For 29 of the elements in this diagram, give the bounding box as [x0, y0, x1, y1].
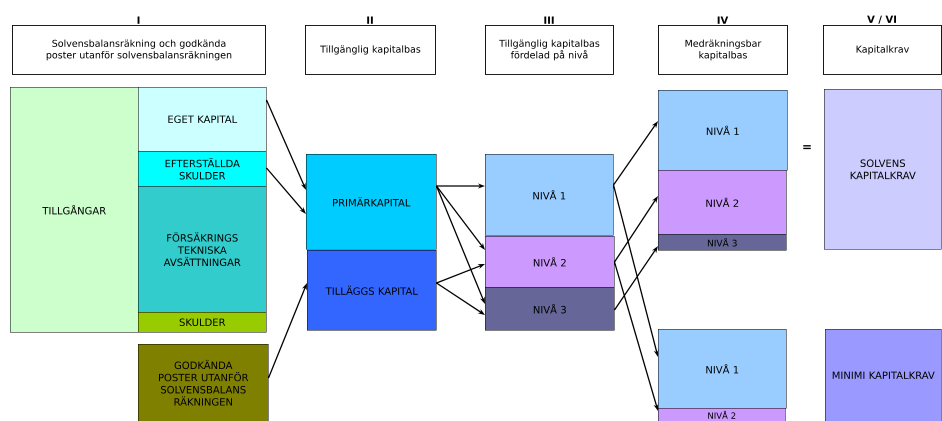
tier-box: NIVÅ 2 [658, 408, 786, 421]
numeral: II [367, 16, 373, 24]
tier-box: NIVÅ 1 [658, 90, 788, 170]
capital-box: PRIMÄRKAPITAL [306, 154, 436, 250]
numeral: V / VI [867, 16, 896, 24]
requirement-box: MINIMI KAPITALKRAV [825, 329, 942, 421]
numeral: III [544, 16, 554, 24]
tier-box: NIVÅ 1 [485, 154, 614, 236]
capital-box: TILLÄGGS KAPITAL [307, 250, 436, 330]
balance-box: TILLGÅNGAR [10, 87, 138, 332]
tier-box: NIVÅ 3 [485, 287, 614, 330]
header-box: Medräkningsbar kapitalbas [658, 25, 788, 75]
numeral: I [138, 16, 140, 24]
balance-box: SKULDER [138, 312, 266, 332]
requirement-box: SOLVENS KAPITALKRAV [824, 89, 942, 250]
header-box: Kapitalkrav [823, 25, 942, 75]
header-box: Tillgänglig kapitalbas fördelad på nivå [485, 25, 614, 75]
header-box: Tillgänglig kapitalbas [305, 25, 436, 75]
tier-box: NIVÅ 2 [485, 236, 614, 288]
balance-box: EGET KAPITAL [138, 87, 266, 152]
tier-box: NIVÅ 3 [658, 234, 786, 250]
tier-box: NIVÅ 1 [658, 329, 786, 408]
tier-box: NIVÅ 2 [658, 170, 786, 234]
balance-box: EFTERSTÄLLDA SKULDER [138, 151, 266, 186]
balance-box: GODKÄNDA POSTER UTANFÖR SOLVENSBALANS RÄKNINGEN [138, 344, 268, 421]
equals-sign: = [803, 145, 811, 150]
header-box: Solvensbalansräkning och godkända poster utanför solvensbalansräkningen [12, 25, 266, 75]
numeral: IV [718, 16, 728, 24]
balance-box: FÖRSÄKRINGS TEKNISKA AVSÄTTNINGAR [138, 186, 266, 312]
